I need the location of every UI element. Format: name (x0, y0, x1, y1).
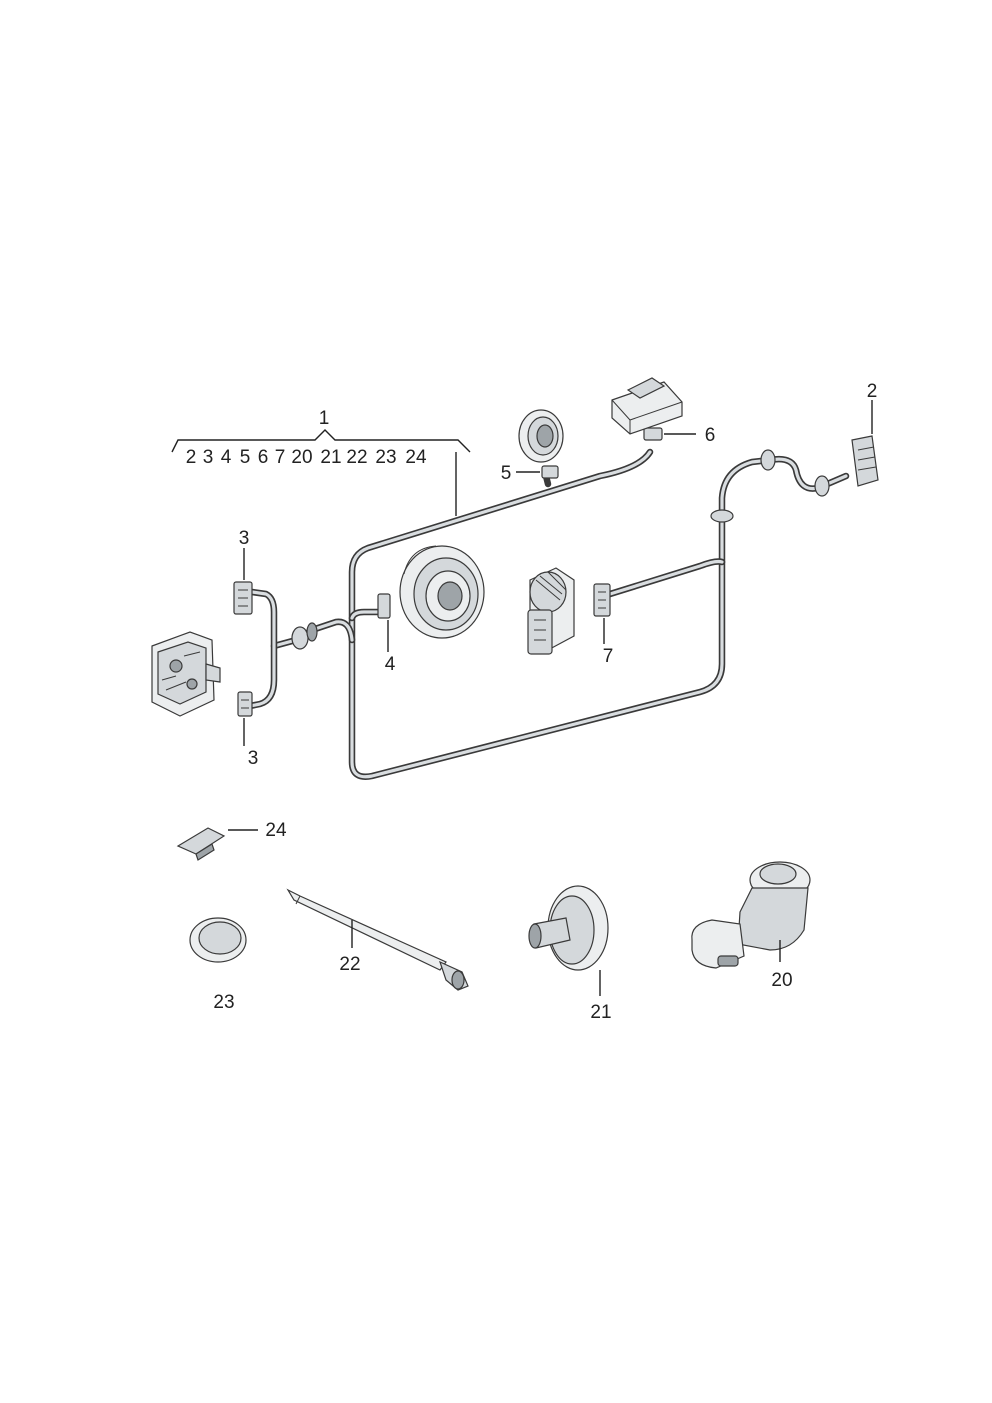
callout-23: 23 (213, 992, 234, 1013)
item-1-contents-list: 2 3 4 5 6 7 20 21 22 23 24 (186, 447, 427, 468)
harness-wires (246, 448, 850, 780)
list-item: 21 (320, 447, 341, 468)
list-item: 6 (258, 447, 269, 468)
callout-20: 20 (771, 970, 792, 991)
callout-4: 4 (385, 654, 396, 675)
list-item: 5 (240, 447, 251, 468)
callout-5: 5 (501, 463, 512, 484)
item-23-plug: 23 (189, 917, 247, 1013)
item-21-grommet: 21 (528, 885, 612, 1023)
list-item: 20 (291, 447, 312, 468)
callout-2: 2 (867, 381, 878, 402)
connector-3-bottom: 3 (237, 691, 259, 769)
callout-3-bottom: 3 (248, 748, 259, 769)
window-switch (611, 377, 683, 435)
callout-1: 1 (319, 408, 330, 429)
callout-7: 7 (603, 646, 614, 667)
connector-2: 2 (851, 381, 879, 487)
item-22-cable-tie: 22 (286, 888, 469, 991)
callout-6: 6 (705, 425, 716, 446)
window-motor (527, 567, 575, 655)
connector-6: 6 (643, 425, 716, 446)
connector-7: 7 (593, 583, 614, 667)
callout-3-top: 3 (239, 528, 250, 549)
callout-22: 22 (339, 954, 360, 975)
list-item: 3 (203, 447, 214, 468)
callout-24: 24 (265, 820, 287, 841)
list-item: 23 (375, 447, 396, 468)
connector-3-top: 3 (233, 528, 253, 615)
harness-grommet-left (291, 622, 318, 650)
list-item: 4 (221, 447, 232, 468)
list-item: 7 (275, 447, 286, 468)
connector-5: 5 (501, 463, 559, 484)
door-lock (151, 631, 221, 717)
list-item: 2 (186, 447, 197, 468)
small-tweeter (518, 409, 564, 463)
item-20-elbow-grommet: 20 (691, 861, 811, 991)
connector-4: 4 (377, 593, 396, 675)
callout-21: 21 (590, 1002, 611, 1023)
list-item: 24 (405, 447, 427, 468)
harness-grommet-right (710, 449, 830, 523)
item-1-bracket: 1 2 3 4 5 6 7 20 21 22 23 24 (171, 408, 471, 516)
item-24-clip: 24 (176, 820, 287, 861)
list-item: 22 (346, 447, 367, 468)
door-speaker (399, 545, 485, 639)
